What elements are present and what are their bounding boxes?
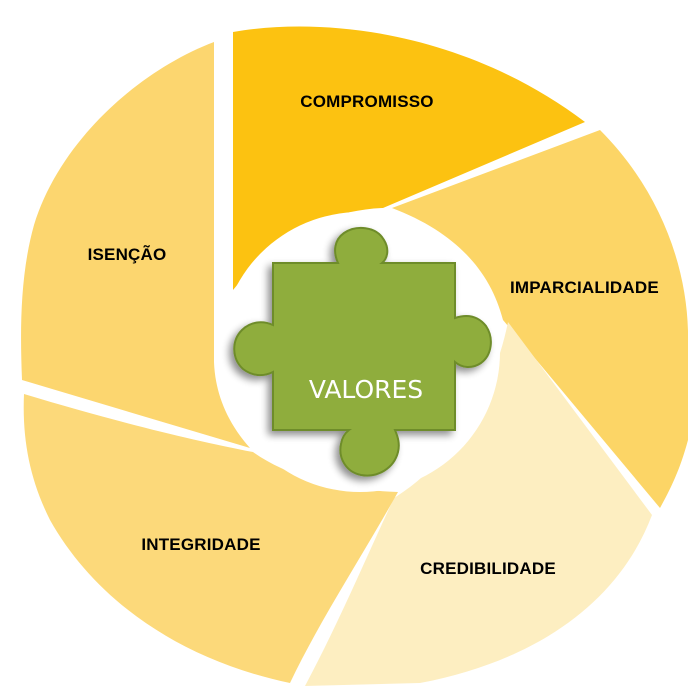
segment-labels: COMPROMISSO IMPARCIALIDADE CREDIBILIDADE…	[88, 92, 659, 578]
puzzle-piece-icon: VALORES	[233, 227, 492, 477]
segment-imparcialidade	[392, 130, 688, 508]
puzzle-shape	[233, 227, 492, 477]
label-compromisso: COMPROMISSO	[300, 92, 434, 111]
label-imparcialidade: IMPARCIALIDADE	[510, 278, 659, 297]
label-isencao: ISENÇÃO	[88, 244, 167, 264]
segment-compromisso	[233, 26, 585, 290]
label-credibilidade: CREDIBILIDADE	[420, 559, 556, 578]
segment-integridade	[23, 394, 399, 683]
segment-isencao	[21, 42, 251, 448]
shutter-segments	[21, 26, 688, 686]
label-integridade: INTEGRIDADE	[141, 535, 260, 554]
center-label: VALORES	[309, 375, 423, 404]
segment-credibilidade	[305, 322, 652, 686]
